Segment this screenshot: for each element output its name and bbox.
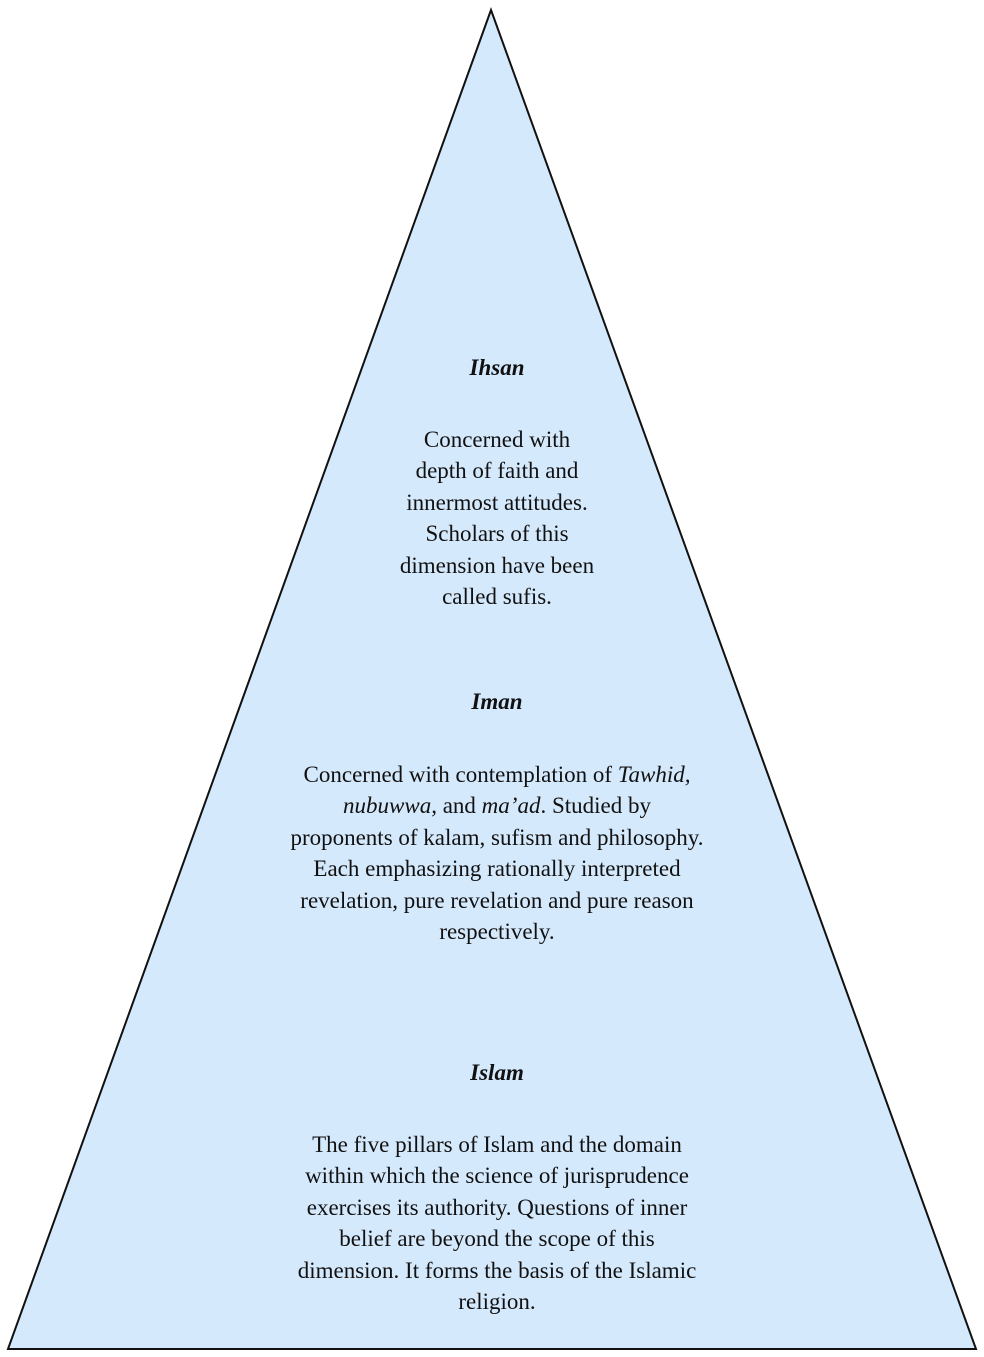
text-segment-italic: ma’ad bbox=[481, 793, 541, 818]
level-title: Iman bbox=[471, 689, 523, 714]
text-segment-italic: nubuwwa, bbox=[343, 793, 437, 818]
level-ihsan: Ihsan Concerned with depth of faith and … bbox=[197, 352, 797, 613]
level-text-line: Each emphasizing rationally interpreted bbox=[313, 856, 681, 881]
level-title: Ihsan bbox=[469, 355, 525, 380]
level-text-line: called sufis. bbox=[442, 584, 552, 609]
level-text-line: religion. bbox=[458, 1289, 536, 1314]
level-text-line: proponents of kalam, sufism and philosop… bbox=[290, 824, 704, 850]
text-segment: and bbox=[436, 793, 482, 818]
level-text-line: innermost attitudes. bbox=[406, 489, 588, 515]
text-segment: . Studied by bbox=[540, 793, 651, 818]
text-segment-italic: Tawhid, bbox=[617, 761, 691, 787]
level-text-line: nubuwwa, and ma’ad. Studied by bbox=[197, 790, 797, 822]
level-title: Islam bbox=[470, 1060, 524, 1085]
level-text-line: within which the science of jurisprudenc… bbox=[305, 1163, 689, 1188]
level-iman: Iman Concerned with contemplation of Taw… bbox=[197, 686, 797, 948]
level-text-line: Concerned with contemplation of Tawhid, bbox=[197, 759, 797, 791]
level-text-line: dimension have been bbox=[399, 552, 595, 578]
level-text-line: dimension. It forms the basis of the Isl… bbox=[297, 1257, 697, 1283]
level-text-line: Concerned with bbox=[423, 426, 571, 452]
level-islam: Islam The five pillars of Islam and the … bbox=[197, 1057, 797, 1318]
level-text-line: belief are beyond the scope of this bbox=[339, 1226, 655, 1251]
level-text-line: revelation, pure revelation and pure rea… bbox=[300, 887, 694, 913]
level-text-line: depth of faith and bbox=[415, 458, 579, 483]
level-text-line: respectively. bbox=[439, 919, 555, 944]
level-text-line: The five pillars of Islam and the domain bbox=[312, 1131, 682, 1157]
level-text-line: exercises its authority. Questions of in… bbox=[306, 1194, 688, 1220]
level-text-line: Scholars of this bbox=[425, 521, 569, 546]
text-segment: Concerned with contemplation of bbox=[303, 761, 618, 787]
